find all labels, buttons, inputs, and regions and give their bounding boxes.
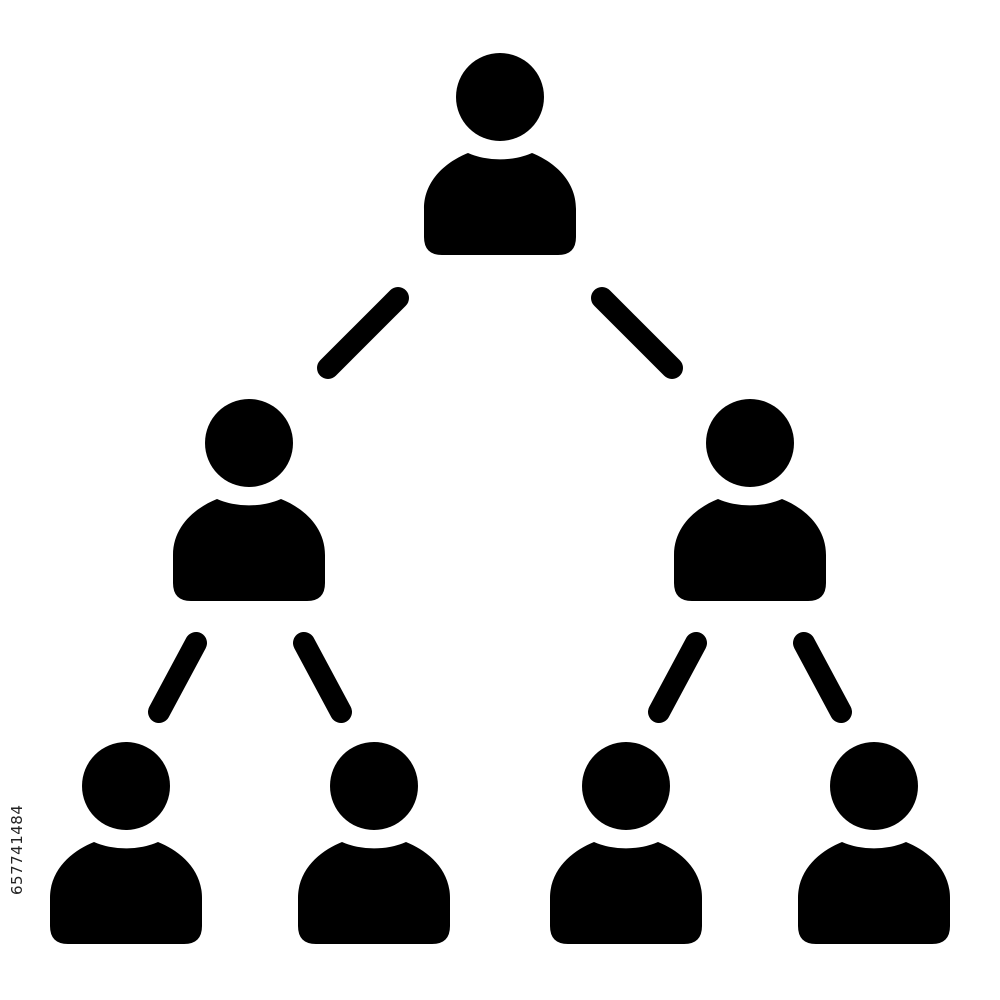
connector-line — [793, 632, 852, 723]
person-icon — [674, 399, 826, 601]
person-icon — [173, 399, 325, 601]
stock-image-id: 657741484 — [8, 804, 26, 896]
person-icon — [50, 742, 202, 944]
person-icon — [550, 742, 702, 944]
connector-line — [591, 287, 683, 379]
person-icon — [424, 53, 576, 255]
connector-line — [293, 632, 352, 723]
person-icon — [798, 742, 950, 944]
connector-line — [648, 632, 707, 723]
person-icon — [298, 742, 450, 944]
connector-line — [148, 632, 207, 723]
connector-lines — [148, 287, 852, 723]
connector-line — [317, 287, 409, 379]
